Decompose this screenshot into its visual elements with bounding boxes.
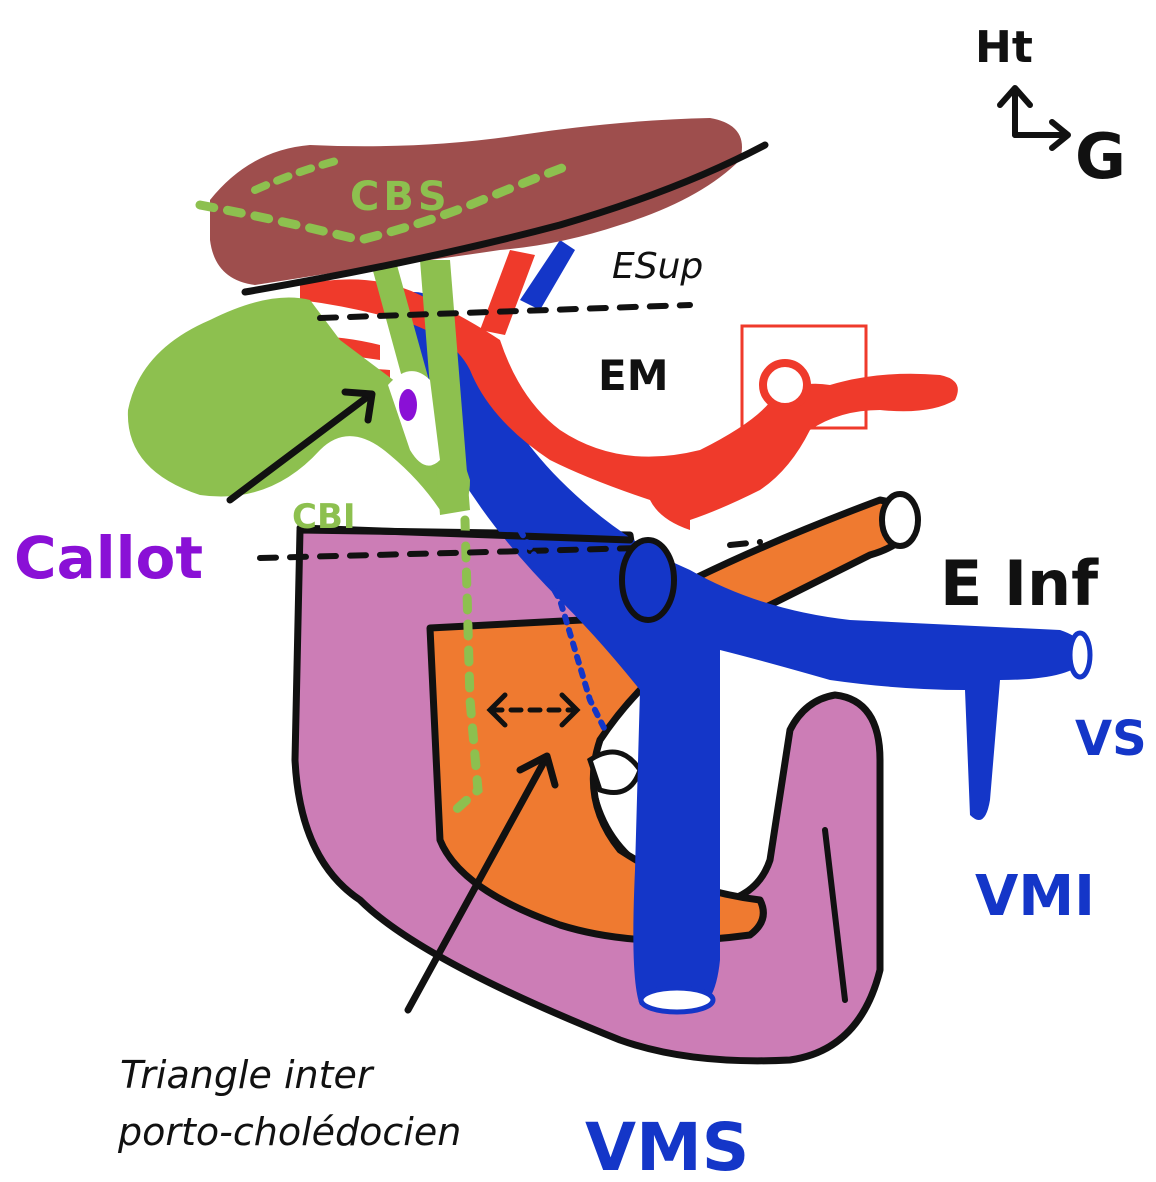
vs-cut-end (1070, 633, 1090, 677)
duodenum-pylorus (622, 540, 674, 620)
pancreas-notch (590, 752, 640, 793)
orientation-left-arrow (1015, 122, 1068, 148)
label-esup: ESup (612, 246, 703, 287)
pancreas-tail-end (882, 494, 918, 546)
vms-cut-end (641, 988, 713, 1012)
label-cbi: CBI (292, 497, 356, 537)
label-vmi: VMI (975, 864, 1095, 929)
label-callot: Callot (14, 524, 203, 592)
label-vs: VS (1075, 711, 1147, 767)
label-em: EM (598, 351, 669, 400)
calot-node (399, 389, 417, 421)
portal-vein-upper-branch (520, 240, 575, 310)
label-cbs: CBS (350, 174, 451, 220)
celiac-trunk-origin (763, 363, 807, 407)
label-einf: E Inf (940, 547, 1099, 620)
orientation-up-label: Ht (975, 22, 1033, 73)
orientation-up-arrow (1000, 88, 1030, 135)
label-triangle-line2: porto-cholédocien (117, 1110, 461, 1154)
label-triangle-line1: Triangle inter (120, 1053, 375, 1097)
label-vms: VMS (585, 1109, 749, 1182)
orientation-left-label: G (1075, 120, 1126, 193)
